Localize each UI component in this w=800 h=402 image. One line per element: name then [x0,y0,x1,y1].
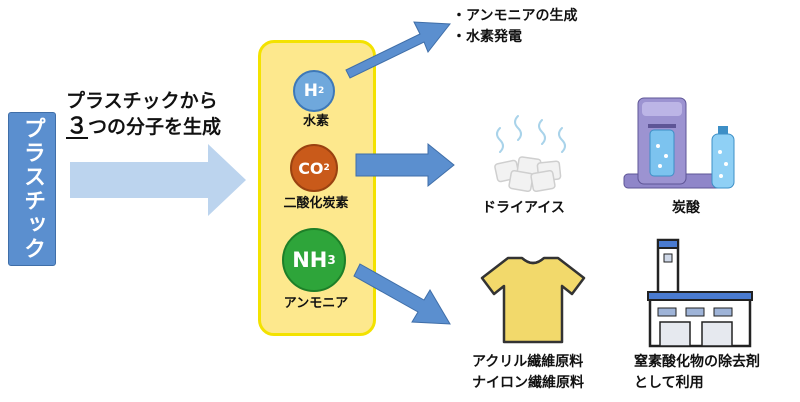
plastic-label: プラスチック [20,117,45,261]
tshirt-icon [480,256,586,344]
soda-maker-icon [623,97,735,189]
fiber-label: アクリル繊維原料 ナイロン繊維原料 [472,352,584,394]
intro-rest: つの分子を生成 [88,116,222,138]
intro-line-2: ３つの分子を生成 [66,114,221,140]
h2-use-list: ・アンモニアの生成 ・水素発電 [452,6,577,48]
plastic-box: プラスチック [8,112,56,266]
nox-label: 窒素酸化物の除去剤 として利用 [634,352,760,394]
nh3-name: アンモニア [283,296,349,311]
arrow-h2 [345,21,451,79]
nox-line-2: として利用 [634,375,704,391]
fiber-line-1: アクリル繊維原料 [472,354,584,370]
arrow-nh3 [353,263,451,325]
co2-name: 二酸化炭素 [283,196,349,211]
big-arrow [70,144,246,216]
factory-icon [647,238,753,348]
nox-line-1: 窒素酸化物の除去剤 [634,354,760,370]
h2-name: 水素 [302,114,329,129]
intro-line-1: プラスチックから [66,90,218,112]
dry-ice-icon [494,115,566,193]
carbonic-acid-label: 炭酸 [672,200,700,216]
h2-use-1: ・アンモニアの生成 [452,8,578,24]
h2-use-2: ・水素発電 [452,29,522,45]
arrow-co2 [355,142,455,188]
dry-ice-label: ドライアイス [482,200,565,216]
fiber-line-2: ナイロン繊維原料 [472,375,584,391]
intro-number: ３ [66,114,89,139]
